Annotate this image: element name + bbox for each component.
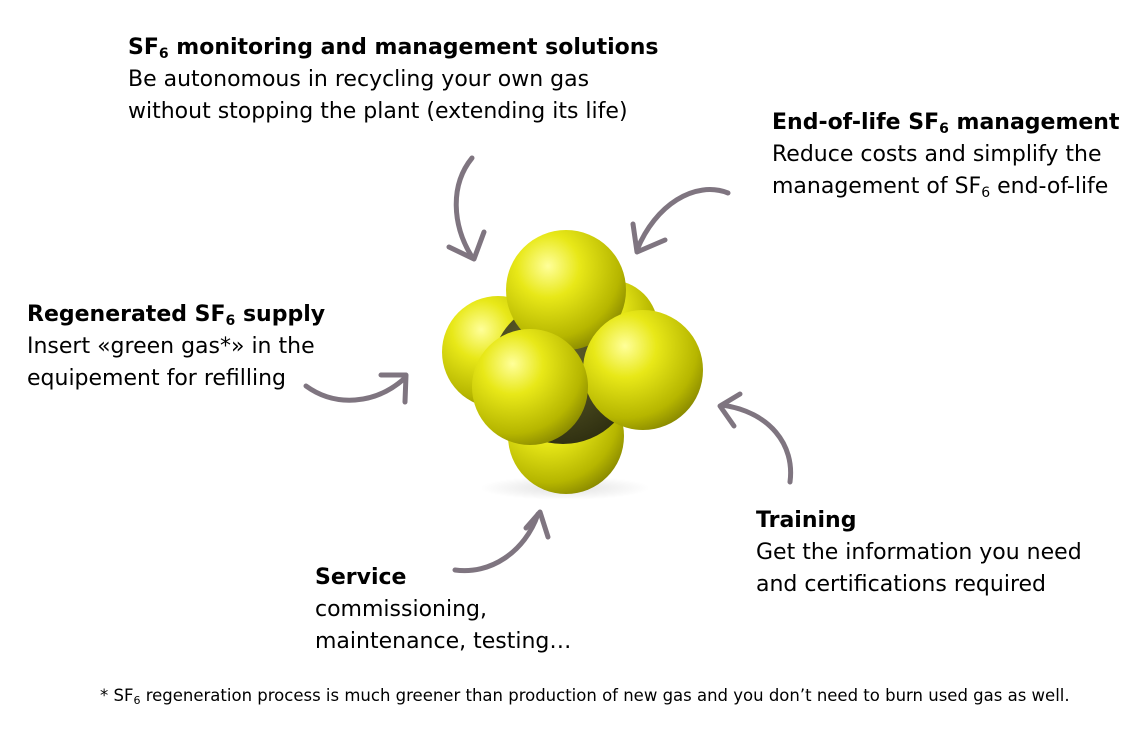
monitoring-line-1: Be autonomous in recycling your own gas xyxy=(128,67,590,92)
training-block: Training Get the information you need an… xyxy=(756,505,1082,601)
end-of-life-line-1: Reduce costs and simplify the xyxy=(772,142,1102,167)
monitoring-solutions-block: SF6 monitoring and management solutions … xyxy=(128,32,659,128)
end-of-life-block: End-of-life SF6 management Reduce costs … xyxy=(772,107,1120,203)
fluorine-atom-right xyxy=(583,310,703,430)
arrow-from-training xyxy=(719,402,794,485)
footnote: * SF6 regeneration process is much green… xyxy=(100,686,1070,707)
monitoring-line-2: without stopping the plant (extending it… xyxy=(128,99,628,124)
end-of-life-line-2: management of SF6 end-of-life xyxy=(772,174,1109,201)
arrow-head-endoflife xyxy=(630,221,668,255)
service-line-1: commissioning, xyxy=(315,597,487,622)
training-line-2: and certifications required xyxy=(756,572,1047,597)
arrow-head-service xyxy=(523,509,551,540)
regenerated-supply-block: Regenerated SF6 supply Insert «green gas… xyxy=(27,299,325,395)
arrows xyxy=(303,155,794,574)
service-title: Service xyxy=(315,565,407,590)
regenerated-title: Regenerated SF6 supply xyxy=(27,302,326,329)
arrow-head-monitoring xyxy=(446,229,487,262)
service-block: Service commissioning, maintenance, test… xyxy=(315,562,571,658)
arrow-from-endoflife xyxy=(634,187,731,253)
monitoring-title: SF6 monitoring and management solutions xyxy=(128,35,659,62)
fluorine-atom-front xyxy=(472,329,588,445)
arrow-from-regenerated xyxy=(303,375,408,403)
regenerated-line-2: equipement for refilling xyxy=(27,366,287,391)
sf6-molecule-icon xyxy=(442,230,703,500)
end-of-life-title: End-of-life SF6 management xyxy=(772,110,1120,137)
arrow-from-monitoring xyxy=(453,155,475,260)
arrow-head-training xyxy=(717,391,743,429)
service-line-2: maintenance, testing… xyxy=(315,629,572,654)
training-title: Training xyxy=(756,508,857,533)
training-line-1: Get the information you need xyxy=(756,540,1082,565)
fluorine-atom-top xyxy=(506,230,626,350)
arrow-from-service xyxy=(452,511,541,574)
regenerated-line-1: Insert «green gas*» in the xyxy=(27,334,315,359)
arrow-head-regenerated xyxy=(378,372,409,405)
